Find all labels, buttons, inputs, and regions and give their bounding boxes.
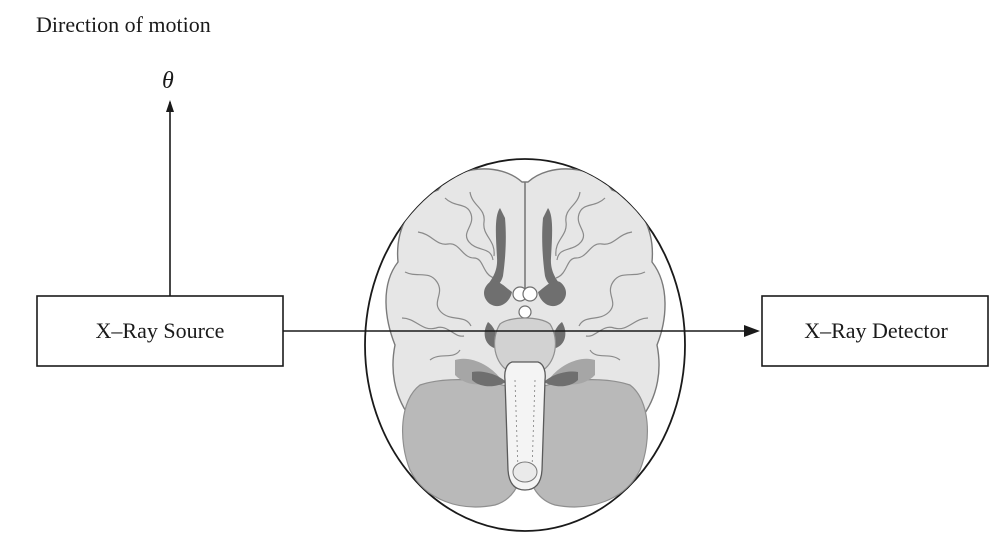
motion-arrowhead [166, 100, 174, 112]
xray-source-box: X–Ray Source [37, 296, 283, 366]
cerebellum-right [528, 380, 647, 507]
direction-of-motion-label: Direction of motion [36, 12, 211, 37]
xray-detector-box: X–Ray Detector [762, 296, 988, 366]
theta-symbol: θ [162, 68, 174, 94]
xray-detector-label: X–Ray Detector [804, 318, 948, 343]
cerebellum-left [403, 380, 522, 507]
brain-illustration [365, 159, 685, 531]
xray-beam-arrowhead [744, 325, 760, 337]
xray-source-label: X–Ray Source [96, 318, 225, 343]
